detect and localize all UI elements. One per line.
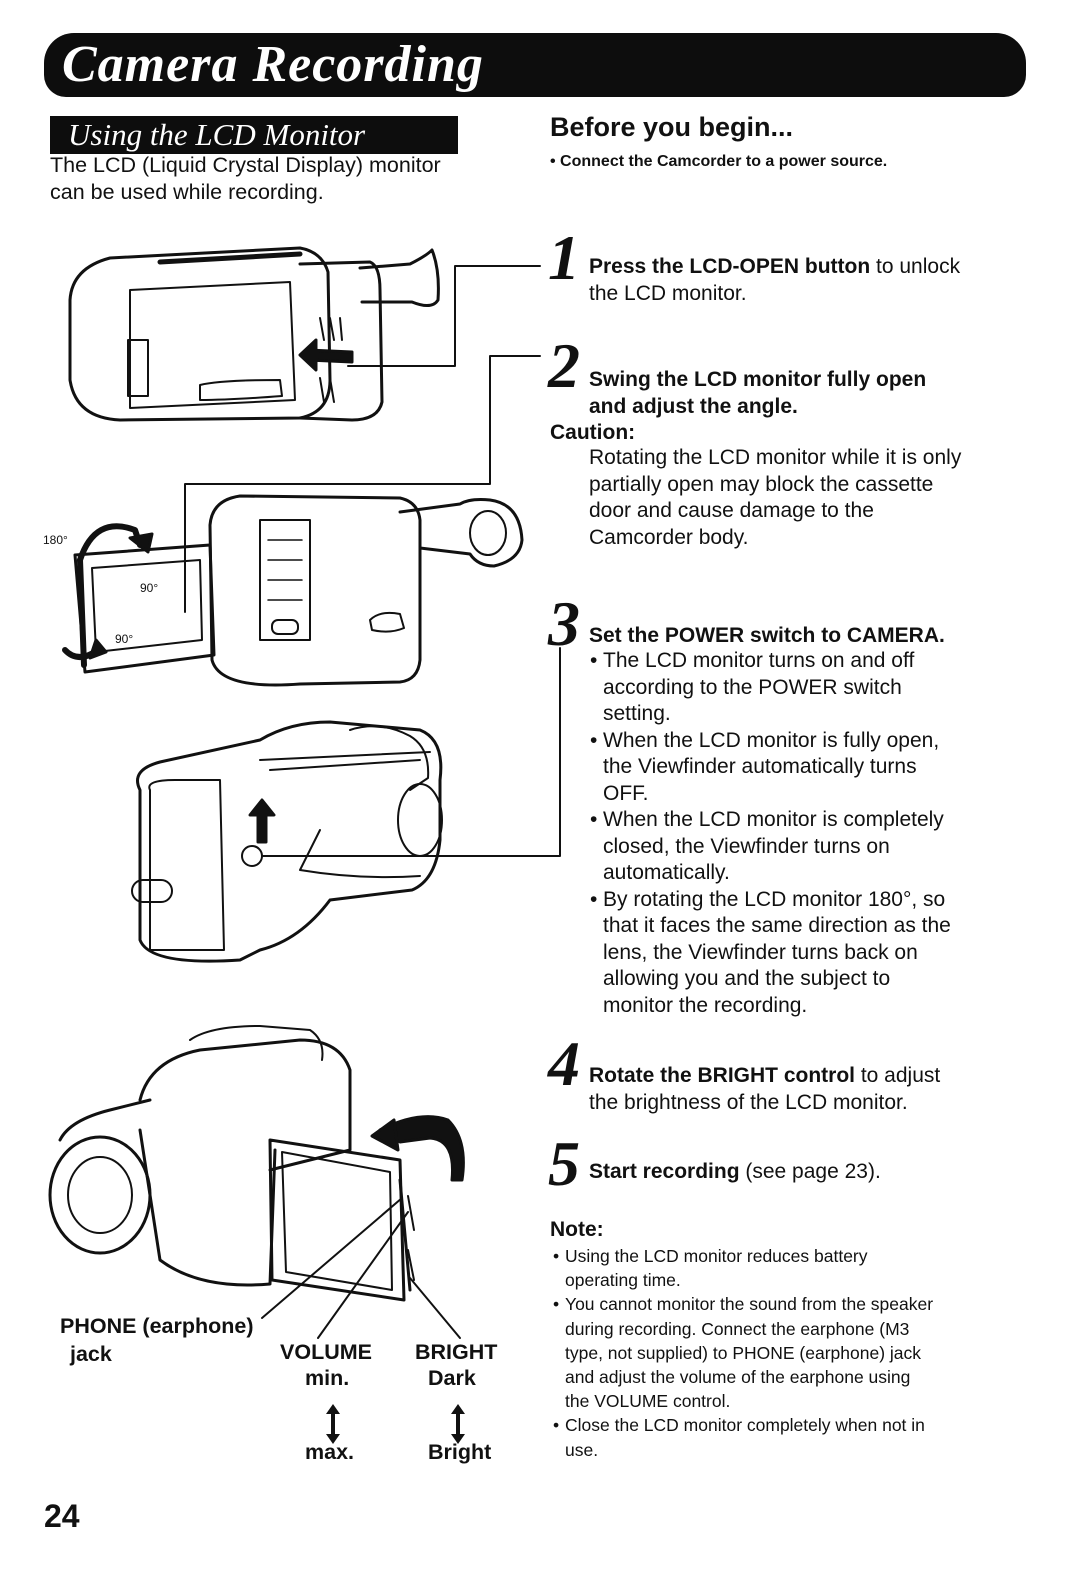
list-item: • The LCD monitor turns on and off accor… [590,649,915,725]
camcorder-side-view [68,246,440,422]
step-2-text: Swing the LCD monitor fully open and adj… [589,368,927,418]
step-3-number: 3 [548,588,580,659]
list-item: • Close the LCD monitor completely when … [553,1415,925,1460]
volume-label: VOLUME [280,1340,372,1364]
step-3-text: Set the POWER switch to CAMERA. [589,624,945,647]
bright-arrow [451,1404,465,1444]
volume-arrow [326,1404,340,1444]
volume-max-label: max. [305,1440,355,1464]
bright-label: BRIGHT [415,1340,498,1364]
title-banner [44,33,1026,97]
step-5-number: 5 [548,1128,580,1199]
caution-heading: Caution: [550,421,636,444]
step-1-number: 1 [548,222,580,293]
caution-text: Rotating the LCD monitor while it is onl… [589,446,962,549]
camcorder-lcd-open-view [62,494,524,687]
camcorder-front-view [48,1025,465,1302]
list-item: • You cannot monitor the sound from the … [553,1294,934,1412]
step-4-number: 4 [548,1028,580,1099]
section-banner [50,116,458,154]
angle-90-label-a: 90° [140,581,158,595]
before-heading: Before you begin... [550,112,794,142]
phone-label-line1: PHONE (earphone) [60,1314,254,1338]
phone-label-line2: jack [70,1342,112,1366]
section-title: Using the LCD Monitor [68,117,366,152]
before-bullet: • Connect the Camcorder to a power sourc… [550,153,888,170]
bright-dark-label: Dark [428,1366,476,1390]
note-heading: Note: [550,1218,604,1241]
list-item: • When the LCD monitor is completely clo… [590,808,944,884]
step-4-text: Rotate the BRIGHT control to adjust the … [589,1064,941,1114]
intro-text: The LCD (Liquid Crystal Display) monitor… [50,153,441,204]
step-1-text: Press the LCD-OPEN button to unlock the … [589,255,961,305]
step-2-number: 2 [548,330,580,401]
step-3-bullets: • The LCD monitor turns on and off accor… [590,648,1030,1019]
angle-180-label: 180° [43,533,68,547]
page-number: 24 [44,1498,80,1534]
camcorder-rear-view [131,720,443,963]
list-item: • By rotating the LCD monitor 180°, so t… [590,887,951,1017]
step-5-text: Start recording (see page 23). [589,1160,881,1183]
angle-90-label-b: 90° [115,632,133,646]
bright-bright-label: Bright [428,1440,492,1464]
page-title: Camera Recording [62,36,484,93]
note-bullets: • Using the LCD monitor reduces battery … [553,1244,1033,1462]
list-item: • Using the LCD monitor reduces battery … [553,1246,868,1291]
volume-min-label: min. [305,1366,350,1390]
list-item: • When the LCD monitor is fully open, th… [590,728,940,805]
